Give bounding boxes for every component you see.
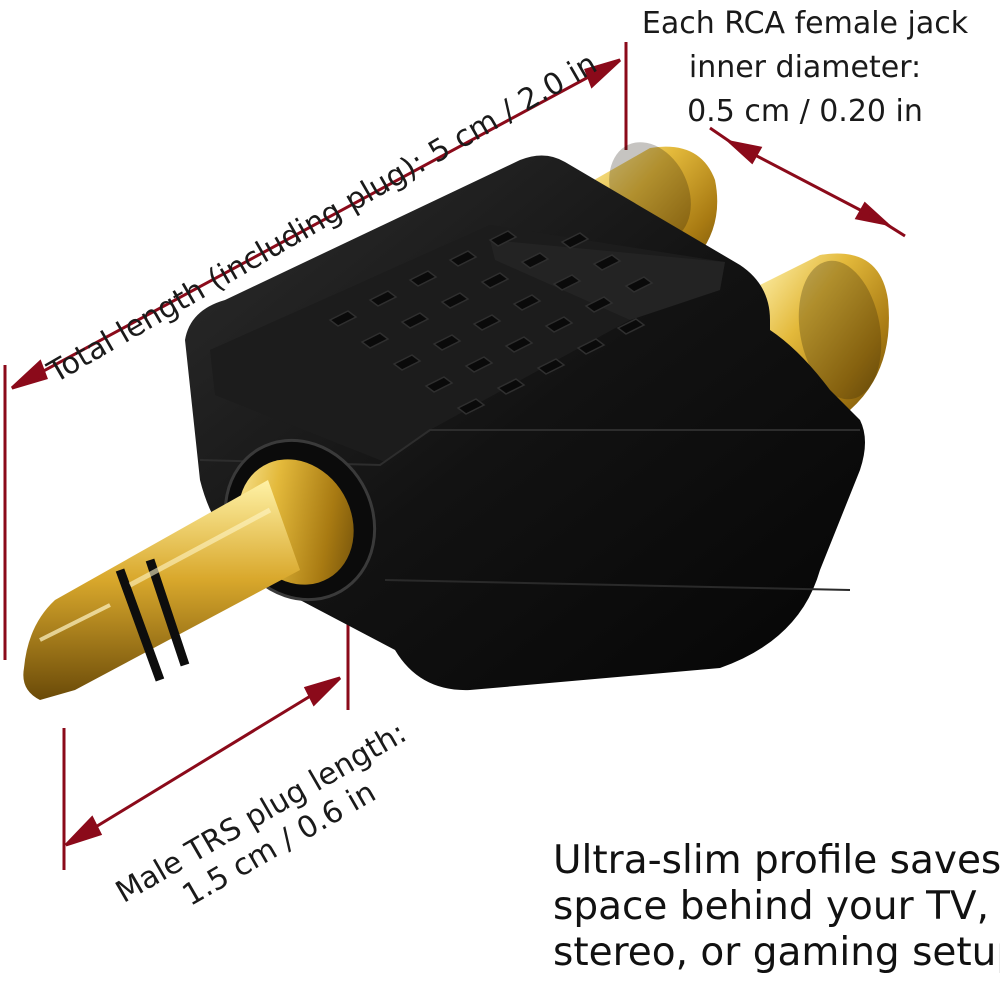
- grip-bump: [552, 274, 582, 291]
- grip-bump: [584, 296, 614, 313]
- grip-bump: [536, 358, 566, 375]
- grip-bump: [408, 270, 438, 287]
- grip-bump: [512, 294, 542, 311]
- grip-bump: [456, 398, 486, 415]
- grip-bump: [440, 292, 470, 309]
- grip-bump: [496, 378, 526, 395]
- grip-bump: [448, 250, 478, 267]
- grip-bump: [488, 230, 518, 247]
- grip-bump: [616, 318, 646, 335]
- promo-line2: space behind your TV,: [553, 884, 989, 929]
- rca-label-line3: 0.5 cm / 0.20 in: [687, 94, 923, 129]
- promo-text: Ultra-slim profile saves space behind yo…: [553, 838, 1000, 976]
- trs-length-line: [65, 676, 341, 847]
- grip-bump: [392, 354, 422, 371]
- grip-bump: [328, 310, 358, 327]
- grip-bump: [368, 290, 398, 307]
- total-length-arrow-left: [10, 359, 48, 390]
- rca-label-line1: Each RCA female jack: [641, 6, 969, 41]
- grip-bump: [576, 338, 606, 355]
- grip-bump: [432, 334, 462, 351]
- grip-texture: [328, 230, 654, 415]
- grip-bump: [624, 276, 654, 293]
- grip-bump: [424, 376, 454, 393]
- grip-bump: [360, 332, 390, 349]
- grip-bump: [520, 252, 550, 269]
- grip-bump: [544, 316, 574, 333]
- promo-line3: stereo, or gaming setup.: [553, 930, 1000, 975]
- trs-arrow-right: [303, 676, 342, 707]
- trs-plug: [23, 438, 377, 700]
- trs-arrow-left: [64, 815, 103, 847]
- grip-bump: [464, 356, 494, 373]
- rca-diameter-label: Each RCA female jack inner diameter: 0.5…: [610, 2, 1000, 134]
- grip-bump: [400, 312, 430, 329]
- grip-bump: [480, 272, 510, 289]
- rca-label-line2: inner diameter:: [688, 50, 922, 85]
- grip-bump: [592, 254, 622, 271]
- grip-bump: [472, 314, 502, 331]
- total-length-line: [11, 58, 621, 390]
- grip-bump: [504, 336, 534, 353]
- rca-tick-right: [869, 212, 906, 238]
- total-length-arrow-right: [584, 58, 622, 89]
- promo-line1: Ultra-slim profile saves: [553, 838, 1000, 883]
- rca-tick-left: [709, 126, 749, 156]
- grip-bump: [560, 232, 590, 249]
- dimension-lines: [3, 42, 906, 870]
